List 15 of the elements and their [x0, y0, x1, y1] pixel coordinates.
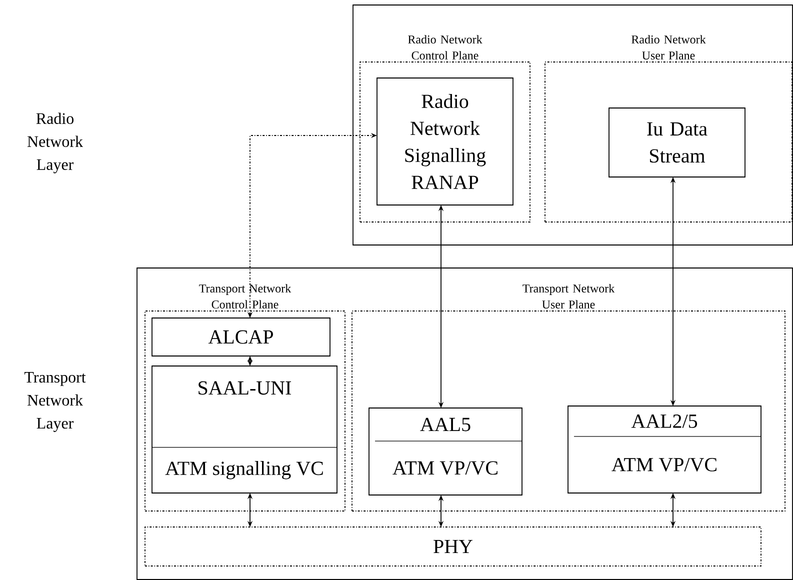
stack-box: SAAL-UNI ATM signalling VC [152, 366, 338, 494]
layer-label: Transport Network Layer [24, 372, 86, 432]
layer-box [352, 4, 793, 246]
node-label: Transport Network User Plane [522, 284, 615, 309]
node-label: Radio Network Control Plane [408, 35, 482, 60]
phy-box: PHY [144, 526, 762, 566]
stack-box: AAL5 ATM VP/VC [368, 408, 522, 496]
node-label: Radio Network User Plane [632, 35, 706, 60]
layer-label: Radio Network Layer [27, 112, 83, 174]
stack-box: AAL2/5 ATM VP/VC [568, 406, 762, 494]
text-box: ALCAP [152, 318, 330, 356]
node-label: Transport Network Control Plane [199, 284, 292, 309]
text-box: Iu Data Stream [608, 108, 746, 178]
text-box: Radio Network Signalling RANAP [376, 78, 514, 206]
layer-box [136, 268, 793, 580]
